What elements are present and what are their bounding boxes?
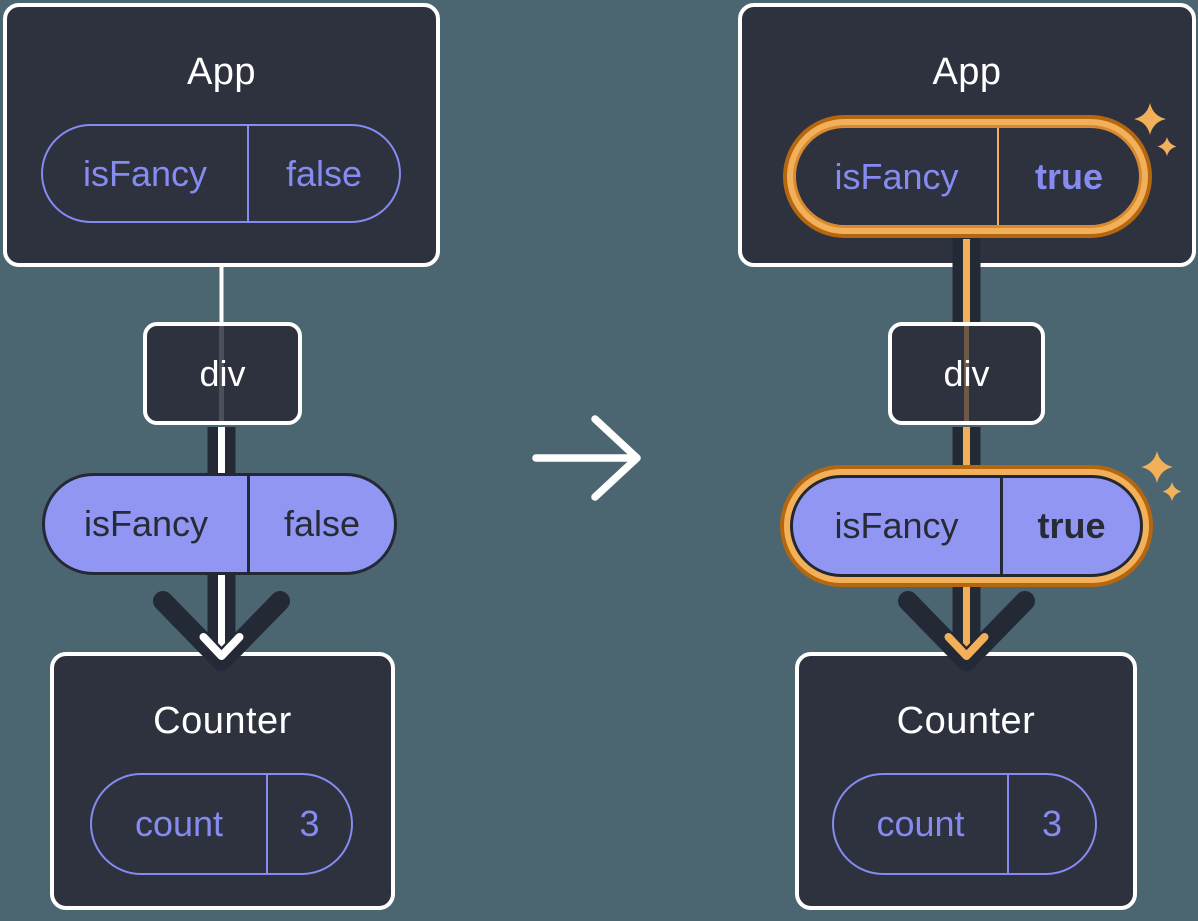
state-key-label: count <box>134 803 224 844</box>
div-label: div <box>943 352 990 394</box>
counter-state-pill-after: count 3 <box>832 773 1097 875</box>
prop-value-label: true <box>1037 505 1106 546</box>
pill-divider <box>247 126 249 221</box>
pill-divider <box>247 476 250 572</box>
app-state-pill-after: isFancy true <box>793 125 1142 228</box>
sparkle-icon <box>1141 451 1173 483</box>
state-key-label: count <box>876 803 965 844</box>
state-value-label: 3 <box>1041 803 1063 844</box>
app-title: App <box>186 51 257 93</box>
state-key-label: isFancy <box>834 155 959 197</box>
state-value-label: 3 <box>299 803 320 844</box>
div-card-before: div <box>143 322 302 425</box>
div-card-after: div <box>888 322 1045 425</box>
pill-divider <box>1007 775 1009 873</box>
counter-state-pill-before: count 3 <box>90 773 353 875</box>
sparkle-icon <box>1162 482 1182 501</box>
prop-key-label: isFancy <box>834 505 959 546</box>
state-value-label: false <box>285 152 363 194</box>
state-value-label: true <box>1034 155 1103 197</box>
pass-through-stripe <box>964 326 969 421</box>
div-label: div <box>199 352 246 394</box>
app-title: App <box>932 51 1002 93</box>
state-key-label: isFancy <box>82 152 208 194</box>
pill-divider <box>1000 478 1003 574</box>
counter-title: Counter <box>153 700 292 742</box>
prop-key-label: isFancy <box>83 503 209 544</box>
app-state-pill-highlight-ring: isFancy true <box>783 115 1152 238</box>
transition-arrow-head-icon <box>591 415 641 501</box>
prop-pill-before: isFancy false <box>42 473 397 575</box>
prop-pill-after: isFancy true <box>790 475 1143 577</box>
counter-title: Counter <box>896 700 1036 742</box>
prop-value-label: false <box>283 503 361 544</box>
prop-pill-highlight-ring: isFancy true <box>780 465 1153 587</box>
app-state-pill-before: isFancy false <box>41 124 401 223</box>
pill-divider <box>266 775 268 873</box>
pass-through-stripe <box>219 326 224 421</box>
pill-divider <box>997 128 999 225</box>
